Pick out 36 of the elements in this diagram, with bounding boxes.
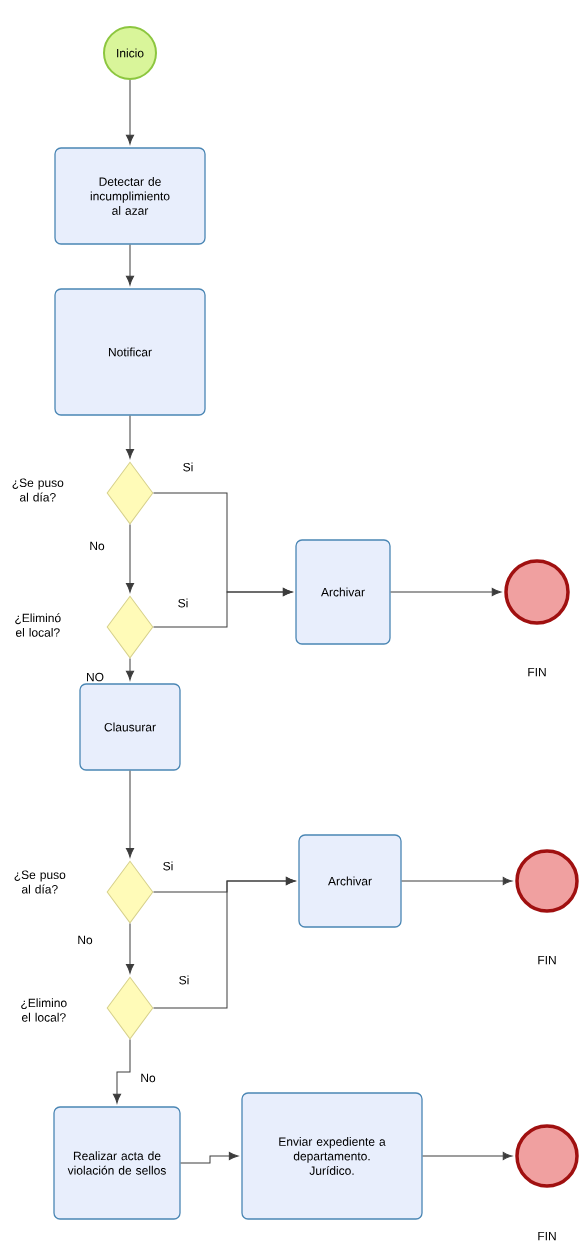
end-label: FIN (528, 667, 546, 677)
arrow (422, 1151, 513, 1161)
process-box: Realizar acta de violación de sellos (53, 1106, 181, 1220)
question-label: ¿Eliminó el local? (15, 613, 61, 637)
arrow (125, 770, 135, 858)
arrow (125, 524, 135, 593)
edge-label: No (139, 1072, 157, 1084)
arrow (125, 244, 135, 286)
arrow (112, 1039, 131, 1104)
end-label: FIN (538, 1231, 556, 1241)
arrow (401, 876, 513, 886)
edge-label: Si (181, 461, 195, 473)
process-box: Clausurar (79, 683, 181, 771)
process-box: Archivar (298, 834, 402, 928)
edge-label: No (76, 934, 94, 946)
arrow (390, 587, 502, 597)
process-box: Notificar (54, 288, 206, 416)
arrow (153, 587, 293, 628)
arrow (153, 876, 296, 1009)
question-label: ¿Se puso al día? (12, 478, 64, 502)
end-label: FIN (538, 955, 556, 965)
process-box: Enviar expediente a departamento. Jurídico. (241, 1092, 423, 1220)
edge-label: Si (161, 860, 175, 872)
arrow (125, 79, 135, 145)
question-label: ¿Elimino el local? (21, 998, 67, 1022)
process-box: Detectar de incumplimiento al azar (54, 147, 206, 245)
edge-label: Si (176, 597, 190, 609)
process-box: Archivar (295, 539, 391, 645)
arrow (125, 415, 135, 459)
arrow (125, 658, 135, 681)
arrow (180, 1151, 239, 1164)
arrow (125, 923, 135, 974)
question-label: ¿Se puso al día? (14, 870, 66, 894)
edge-label: Si (177, 974, 191, 986)
edge-label: No (88, 540, 106, 552)
edge-label: NO (85, 671, 105, 683)
